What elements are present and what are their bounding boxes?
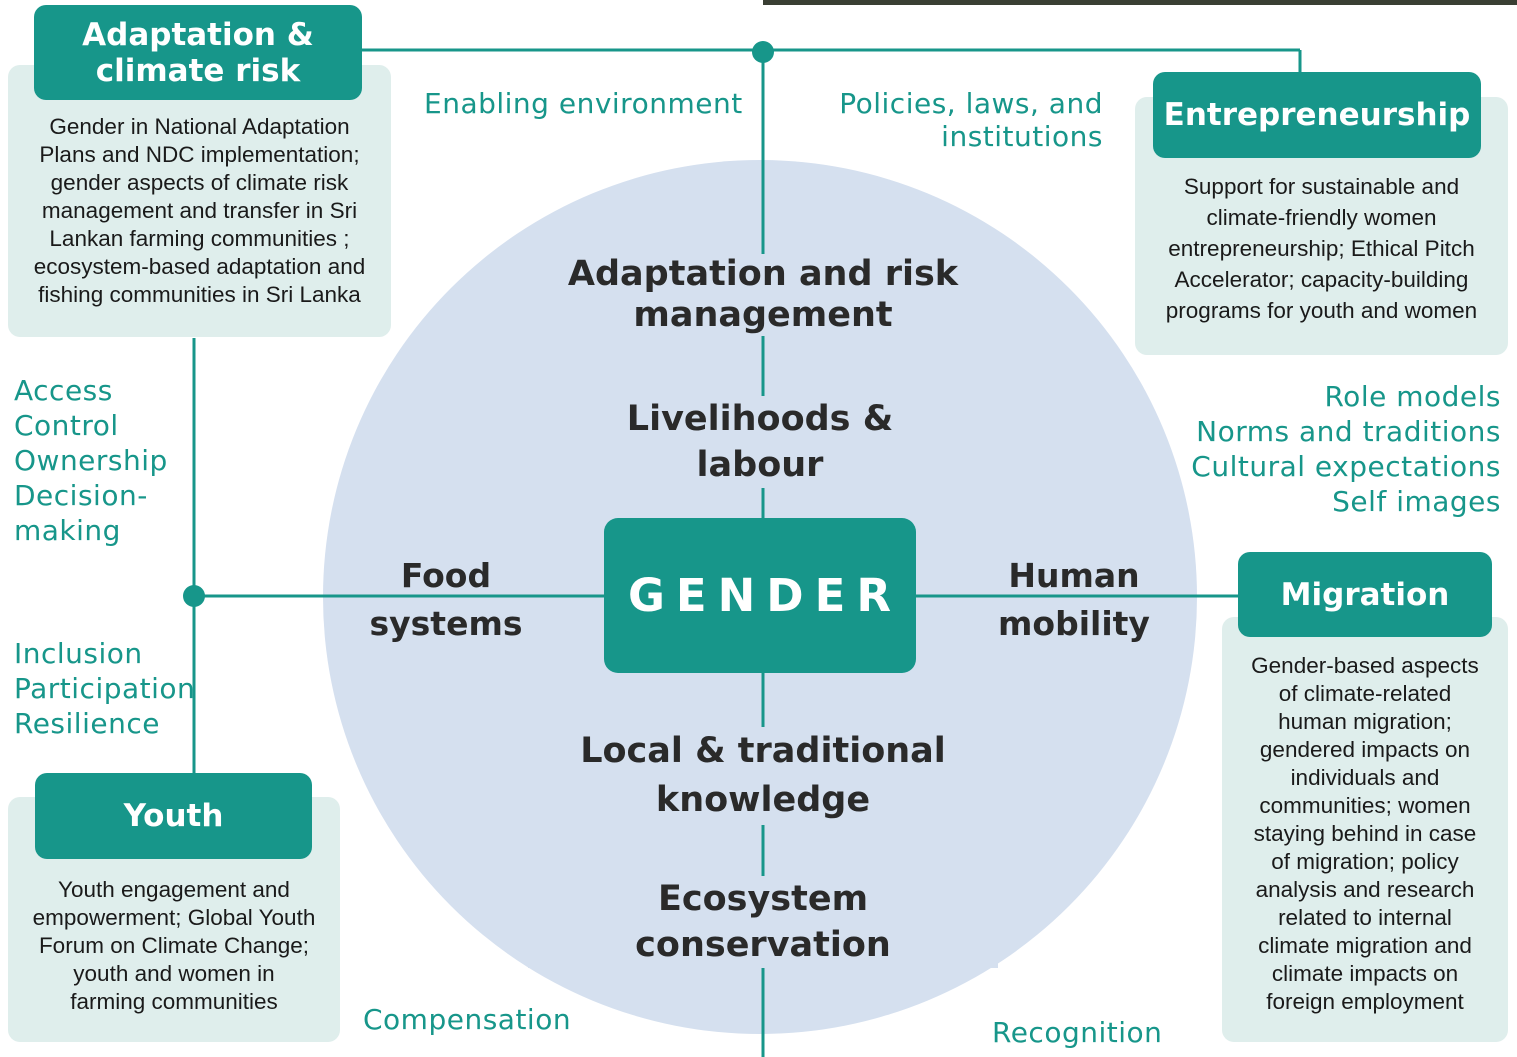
adaptation-card (8, 65, 391, 337)
label-compensation: Compensation (363, 1003, 572, 1036)
theme-food-systems: Food systems (369, 556, 523, 643)
adaptation-header: Adaptation & climate risk (34, 5, 362, 100)
left-node-dot (183, 585, 205, 607)
migration-header: Migration (1238, 552, 1492, 637)
top-node-dot (752, 41, 774, 63)
theme-local-knowledge: Local & traditional knowledge (568, 727, 958, 825)
gender-center-box: GENDER (604, 518, 916, 673)
label-enabling-environment: Enabling environment (424, 87, 743, 120)
label-norms: Role models Norms and traditions Cultura… (1191, 380, 1501, 518)
label-inclusion: Inclusion Participation Resilience (14, 637, 196, 740)
entrepreneurship-description: Support for sustainable and climate-frie… (1165, 174, 1478, 323)
adaptation-title: Adaptation & climate risk (82, 16, 314, 89)
youth-title: Youth (123, 798, 224, 834)
entrepreneurship-title: Entrepreneurship (1163, 97, 1471, 133)
migration-card (1222, 617, 1508, 1042)
top-photo-strip (763, 0, 1517, 5)
migration-description: Gender-based aspects of climate-related … (1251, 653, 1479, 1014)
label-policies: Policies, laws, and institutions (839, 87, 1103, 153)
theme-human-mobility: Human mobility (998, 556, 1150, 643)
theme-livelihoods: Livelihoods & labour (560, 396, 960, 488)
migration-title: Migration (1280, 576, 1450, 613)
gender-label: GENDER (627, 569, 903, 622)
label-recognition: Recognition (992, 1016, 1163, 1049)
label-access-control: Access Control Ownership Decision- makin… (14, 374, 168, 547)
entrepreneurship-header: Entrepreneurship (1153, 72, 1481, 158)
adaptation-description: Gender in National Adaptation Plans and … (33, 114, 366, 307)
theme-ecosystem-conservation: Ecosystem conservation (528, 876, 998, 968)
youth-description: Youth engagement and empowerment; Global… (32, 877, 316, 1014)
youth-header: Youth (35, 773, 312, 859)
theme-adaptation-risk: Adaptation and risk management (548, 254, 978, 336)
